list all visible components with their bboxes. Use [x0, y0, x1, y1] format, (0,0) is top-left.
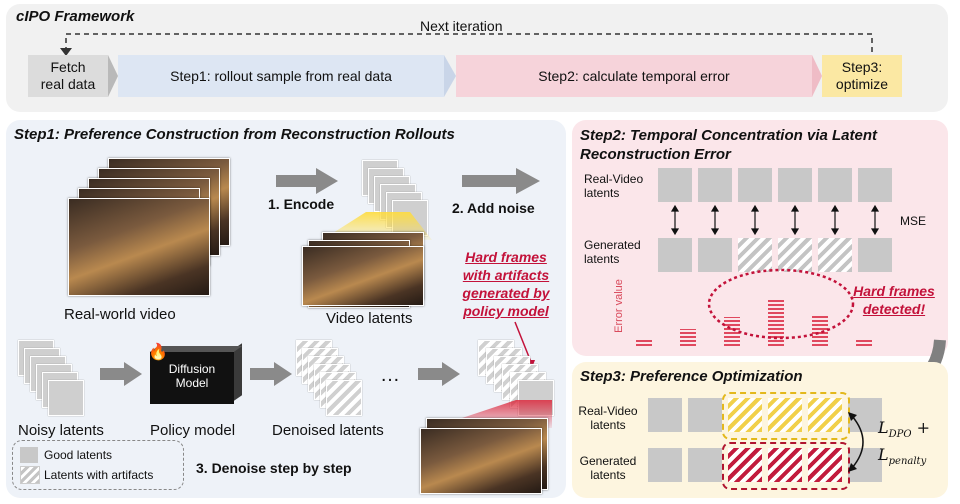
- flow-chevrons: [108, 55, 822, 97]
- legend-good-label: Good latents: [44, 448, 113, 462]
- step3-generated-latent: [648, 448, 682, 482]
- legend-good-swatch: [20, 447, 38, 463]
- step2-real-latent: [818, 168, 852, 202]
- real-highlight-box: [722, 392, 850, 440]
- next-iteration-label: Next iteration: [420, 18, 503, 34]
- loss-dpo-sub: DPO: [888, 429, 912, 441]
- encode-label: 1. Encode: [268, 196, 335, 212]
- mse-label: MSE: [900, 214, 927, 228]
- add-noise-label: 2. Add noise: [452, 200, 535, 216]
- pair-bracket-arrow: [848, 412, 864, 472]
- policy-model-label: Policy model: [150, 422, 236, 439]
- framework-title: cIPO Framework: [16, 8, 135, 25]
- step2-generated-label: Generated latents: [584, 238, 641, 266]
- fetch-real-data-box: Fetch real data: [28, 55, 108, 97]
- step2-temporal-error-box: Step2: calculate temporal error: [456, 55, 812, 97]
- to-hard-frames-arrow: [418, 362, 460, 386]
- to-policy-arrow: [100, 362, 142, 386]
- step2-real-latent: [858, 168, 892, 202]
- step2-real-video-label: Real-Video latents: [584, 172, 644, 200]
- fire-icon: 🔥: [148, 344, 168, 361]
- error-bar: [724, 317, 740, 346]
- diffusion-model-box-side: [234, 343, 242, 401]
- video-latents-label: Video latents: [326, 310, 413, 327]
- detected-ellipse: [707, 268, 855, 340]
- ellipsis: …: [380, 364, 400, 386]
- step3-real-latent: [648, 398, 682, 432]
- step3-real-latent: [688, 398, 722, 432]
- loss-formula: LDPO + Lpenalty: [878, 418, 930, 472]
- error-bar: [680, 329, 696, 346]
- step3-generated-latent: [768, 448, 802, 482]
- denoised-latent: [326, 380, 362, 416]
- video-frame: [68, 198, 210, 296]
- diffusion-model-box: [150, 352, 234, 404]
- encode-arrow: [276, 168, 338, 194]
- step2-real-latent: [658, 168, 692, 202]
- add-noise-arrow: [462, 168, 540, 194]
- legend-artifacts-label: Latents with artifacts: [44, 468, 154, 482]
- step3-real-latent: [808, 398, 842, 432]
- denoise-label: 3. Denoise step by step: [196, 460, 352, 476]
- step3-generated-latent: [728, 448, 762, 482]
- step3-real-latent: [768, 398, 802, 432]
- step3-title: Step3: Preference Optimization: [580, 368, 803, 385]
- noisy-latents-label: Noisy latents: [18, 422, 104, 439]
- legend-artifacts-swatch: [20, 466, 40, 484]
- step3-generated-label: Generated latents: [579, 454, 637, 482]
- step2-generated-latent: [738, 238, 772, 272]
- to-denoised-arrow: [250, 362, 292, 386]
- noisy-latent: [48, 380, 84, 416]
- loss-penalty: L: [878, 445, 889, 465]
- loss-dpo: L: [878, 418, 889, 437]
- error-bar: [812, 314, 828, 346]
- step2-real-latent: [778, 168, 812, 202]
- error-bar: [768, 298, 784, 346]
- step3-real-latent: [728, 398, 762, 432]
- step3-real-video-label: Real-Video latents: [578, 404, 638, 432]
- error-value-axis-label: Error value: [612, 279, 625, 333]
- hard-frames-label: Hard frames with artifacts generated by …: [462, 249, 550, 319]
- generated-highlight-box: [722, 442, 850, 490]
- step2-real-latent: [698, 168, 732, 202]
- step2-generated-latent: [778, 238, 812, 272]
- step2-generated-latent: [818, 238, 852, 272]
- step2-title: Step2: Temporal Concentration via Latent…: [580, 127, 877, 163]
- real-world-video-label: Real-world video: [64, 306, 176, 323]
- step1-rollout-box: Step1: rollout sample from real data: [118, 55, 444, 97]
- error-bars: [630, 286, 880, 346]
- legend: [12, 440, 184, 490]
- loss-penalty-sub: penalty: [888, 456, 927, 468]
- denoised-latents-label: Denoised latents: [272, 422, 384, 439]
- diffusion-model-label: Diffusion Model: [168, 362, 216, 390]
- step2-real-latent: [738, 168, 772, 202]
- loss-plus: +: [916, 418, 931, 437]
- framework-arrows: [60, 33, 873, 56]
- mse-arrows: [670, 204, 880, 236]
- error-bar: [856, 340, 872, 346]
- hard-frame-image: [420, 428, 542, 494]
- step2-generated-latent: [698, 238, 732, 272]
- step3-generated-latent: [688, 448, 722, 482]
- video-latent-frame: [302, 246, 424, 306]
- step2-generated-latent: [658, 238, 692, 272]
- step3-optimize-box: Step3: optimize: [822, 55, 902, 97]
- step3-generated-latent: [808, 448, 842, 482]
- error-bar: [636, 340, 652, 346]
- step1-title: Step1: Preference Construction from Reco…: [14, 126, 455, 143]
- step2-generated-latent: [858, 238, 892, 272]
- hard-frames-detected-label: Hard frames detected!: [853, 283, 935, 317]
